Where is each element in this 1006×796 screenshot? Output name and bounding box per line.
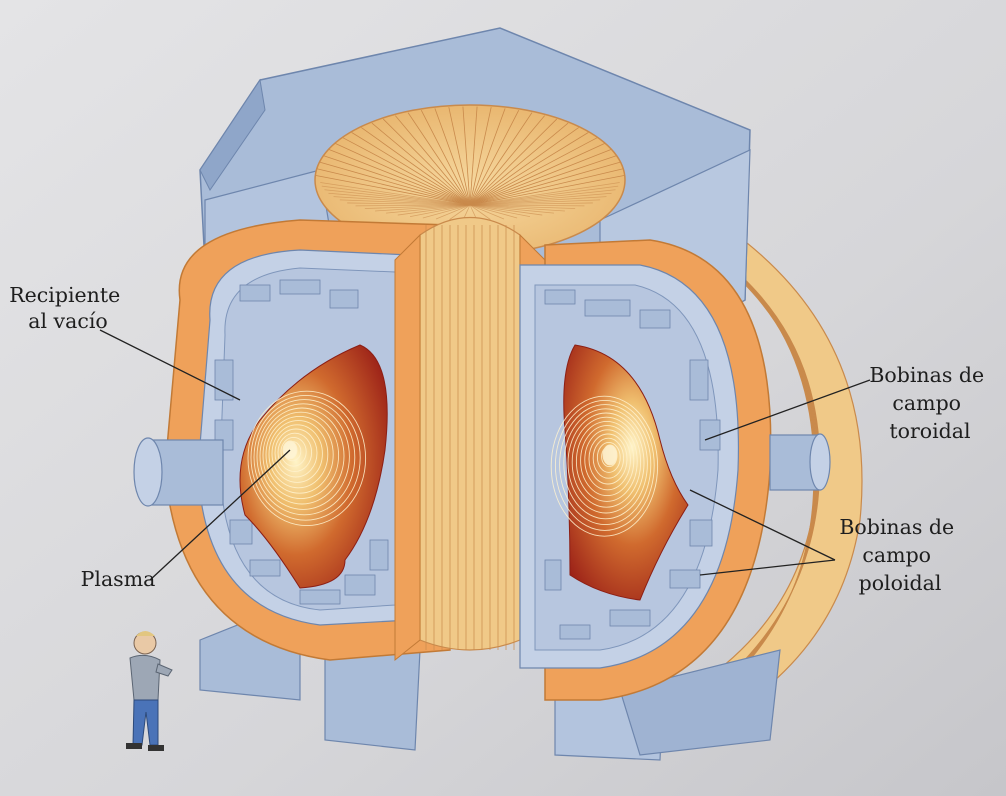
label-poloidal-line3: poloidal [859, 571, 942, 595]
label-toroidal-line1: Bobinas de [869, 363, 984, 387]
label-plasma: Plasma [81, 567, 156, 591]
label-vacuum-vessel-line1: Recipiente [9, 283, 120, 307]
left-port [134, 438, 223, 506]
label-toroidal-line3: toroidal [889, 419, 970, 443]
label-toroidal-line2: campo [892, 391, 961, 415]
right-port [770, 434, 830, 490]
label-poloidal-line2: campo [862, 543, 931, 567]
label-vacuum-vessel-line2: al vacío [28, 309, 107, 333]
label-poloidal-line1: Bobinas de [839, 515, 954, 539]
